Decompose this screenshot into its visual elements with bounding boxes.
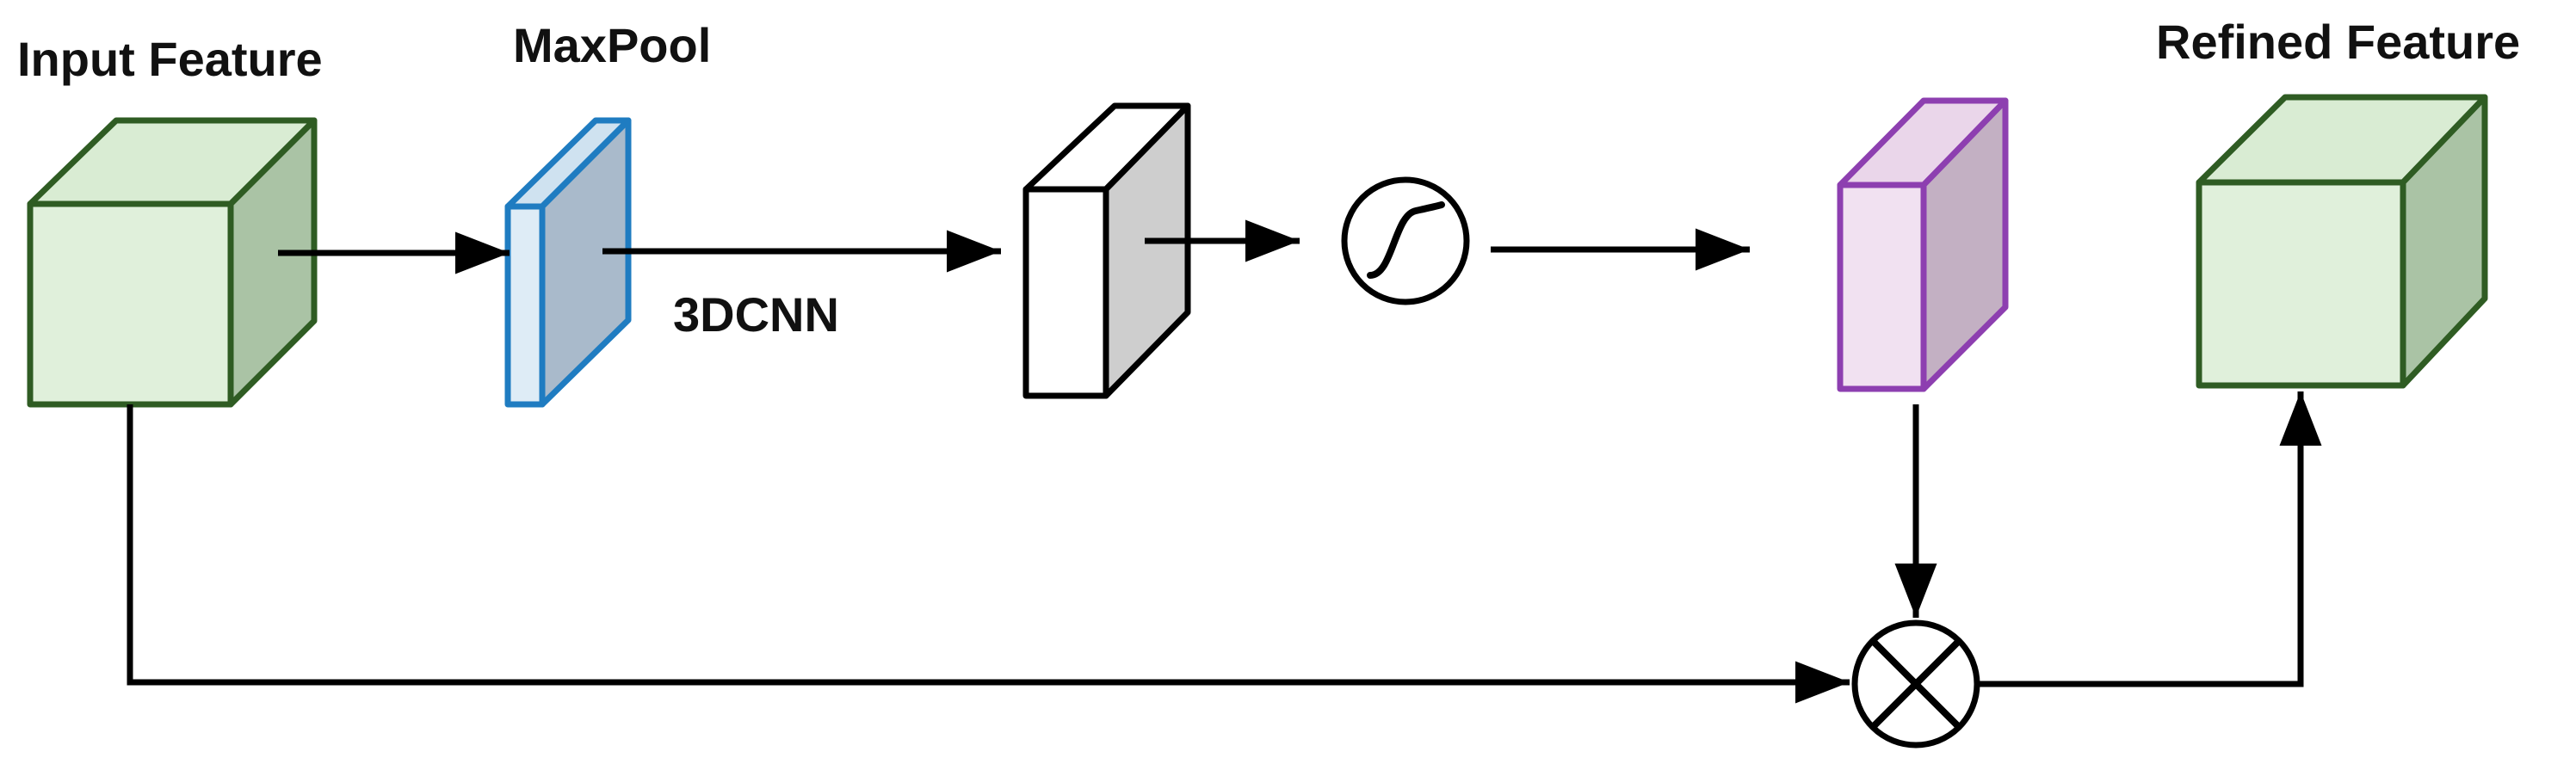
refined-feature-cube xyxy=(2196,94,2488,389)
conv-label: 3DCNN xyxy=(673,287,839,342)
input-feature-cube xyxy=(27,117,318,408)
skip-connection-input-to-multiply xyxy=(127,404,1850,704)
conv-output-block xyxy=(1022,102,1191,399)
arrow-multiply-to-refined xyxy=(1979,391,2322,687)
maxpool-slab-front xyxy=(504,203,546,408)
input-feature-label: Input Feature xyxy=(17,32,323,86)
attention-weights-block xyxy=(1837,97,2009,392)
attention-block-front xyxy=(1837,182,1927,392)
conv-block-front xyxy=(1022,186,1109,399)
refined-cube-front xyxy=(2196,179,2406,389)
elementwise-multiply-icon xyxy=(1851,619,1980,749)
input-cube-front xyxy=(27,200,234,408)
refined-feature-label: Refined Feature xyxy=(2156,15,2520,69)
sigmoid-activation-icon xyxy=(1341,176,1470,305)
maxpool-slab xyxy=(504,117,632,408)
maxpool-label: MaxPool xyxy=(513,18,711,72)
